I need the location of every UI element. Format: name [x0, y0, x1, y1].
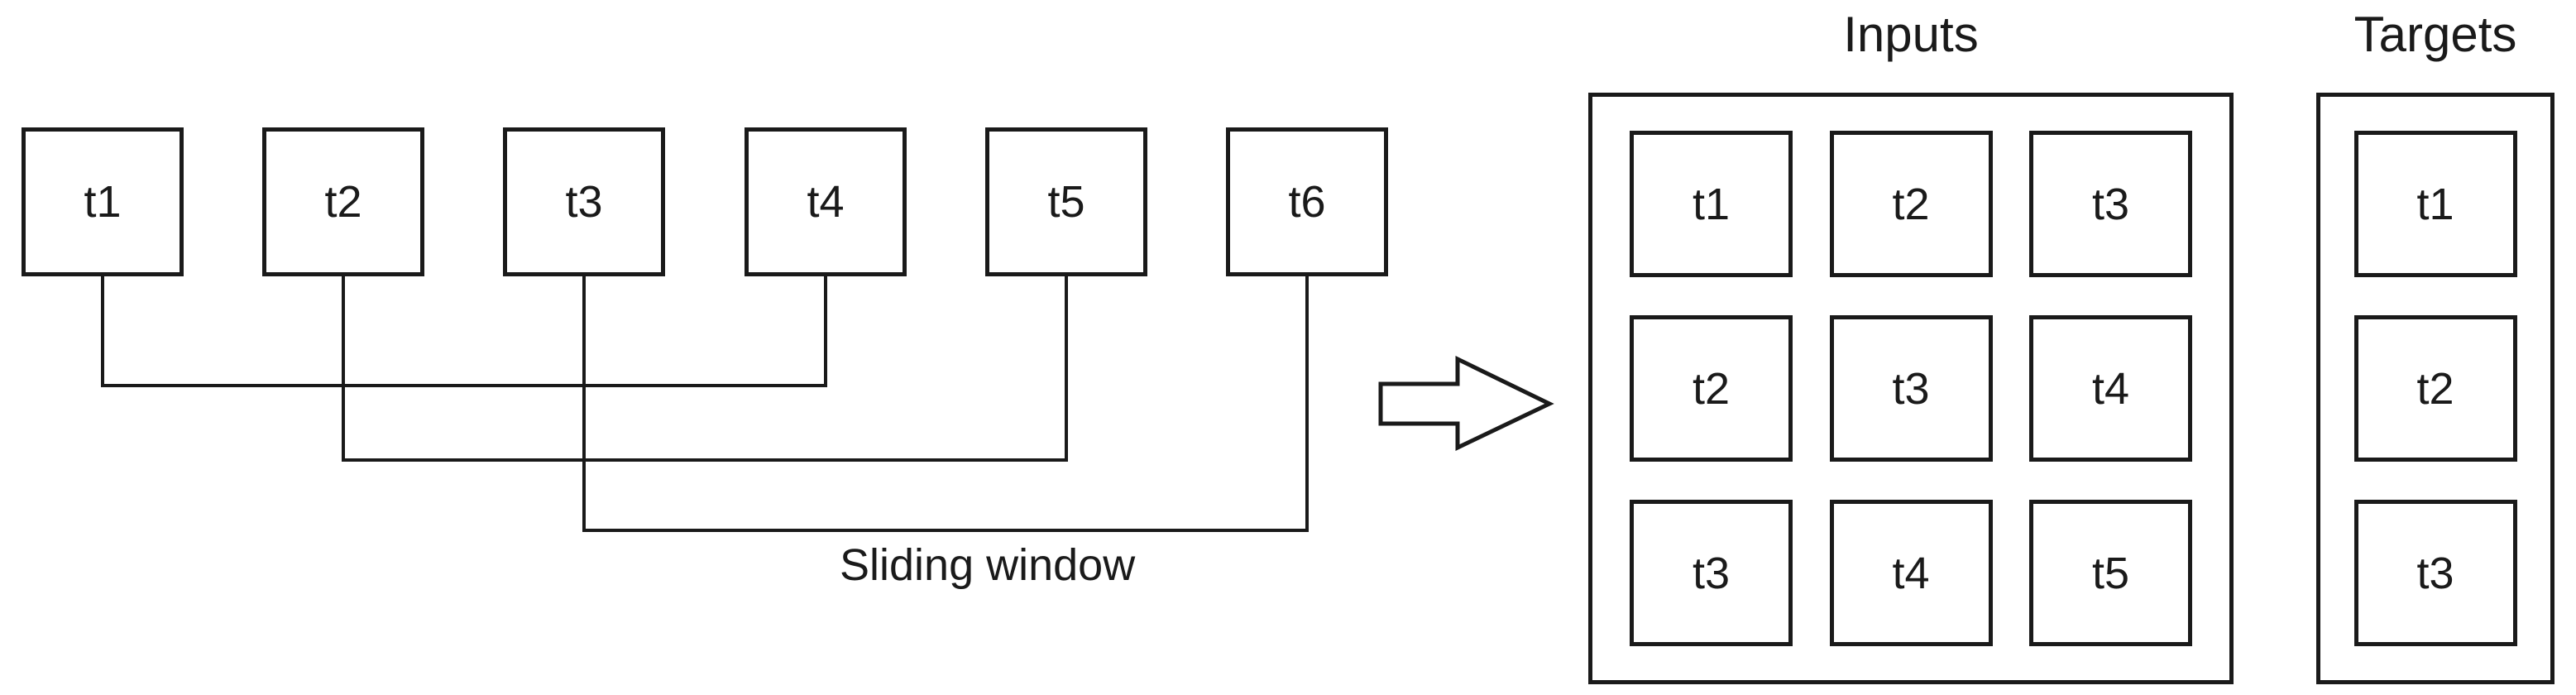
- inputs-cell-label: t1: [1692, 179, 1731, 229]
- inputs-cell-label: t2: [1892, 179, 1930, 229]
- sequence-box-label: t6: [1288, 177, 1326, 227]
- targets-cell-label: t1: [2416, 179, 2454, 229]
- inputs-grid: t1 t2 t3 t2 t3 t4 t3 t4 t5: [1588, 93, 2234, 684]
- connector-t2-t5: [342, 276, 1068, 462]
- sequence-box-label: t5: [1047, 177, 1085, 227]
- sequence-box-label: t3: [565, 177, 603, 227]
- targets-cell-1: t2: [2353, 315, 2517, 462]
- sequence-box-t4: t4: [745, 127, 907, 276]
- arrow-right-icon: [1378, 356, 1554, 451]
- connector-t1-t4: [101, 276, 827, 387]
- sequence-box-t6: t6: [1226, 127, 1388, 276]
- targets-title: Targets: [2353, 7, 2517, 62]
- inputs-cell-label: t3: [1892, 363, 1930, 414]
- sequence-box-t2: t2: [262, 127, 424, 276]
- inputs-cell-label: t3: [2091, 179, 2130, 229]
- sliding-window-label: Sliding window: [840, 540, 1136, 590]
- sequence-box-t5: t5: [985, 127, 1147, 276]
- targets-grid: t1 t2 t3: [2316, 93, 2554, 684]
- inputs-cell-r2c0: t3: [1630, 500, 1793, 646]
- sequence-box-label: t2: [324, 177, 362, 227]
- inputs-cell-r0c1: t2: [1829, 131, 1993, 277]
- inputs-cell-r0c0: t1: [1630, 131, 1793, 277]
- inputs-cell-label: t4: [1892, 548, 1930, 598]
- inputs-title: Inputs: [1843, 7, 1979, 62]
- inputs-cell-label: t5: [2091, 548, 2130, 598]
- targets-cell-label: t2: [2416, 363, 2454, 414]
- targets-cell-label: t3: [2416, 548, 2454, 598]
- inputs-cell-r2c2: t5: [2029, 500, 2192, 646]
- inputs-cell-r0c2: t3: [2029, 131, 2192, 277]
- sequence-box-label: t1: [84, 177, 122, 227]
- connector-t3-t6: [582, 276, 1309, 532]
- inputs-cell-r1c2: t4: [2029, 315, 2192, 462]
- inputs-cell-r2c1: t4: [1829, 500, 1993, 646]
- targets-cell-2: t3: [2353, 500, 2517, 646]
- inputs-cell-r1c1: t3: [1829, 315, 1993, 462]
- inputs-cell-r1c0: t2: [1630, 315, 1793, 462]
- sequence-box-t1: t1: [22, 127, 184, 276]
- targets-cell-0: t1: [2353, 131, 2517, 277]
- inputs-cell-label: t3: [1692, 548, 1731, 598]
- inputs-cell-label: t2: [1692, 363, 1731, 414]
- sequence-box-t3: t3: [503, 127, 665, 276]
- inputs-cell-label: t4: [2091, 363, 2130, 414]
- sequence-box-label: t4: [807, 177, 845, 227]
